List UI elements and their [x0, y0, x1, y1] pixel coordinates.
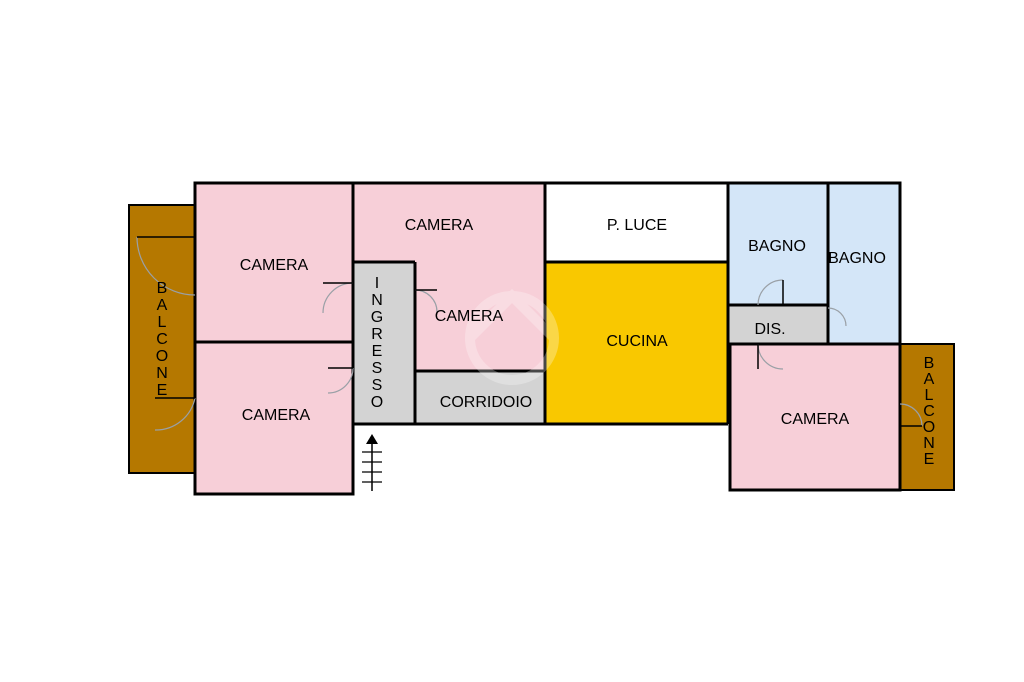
- camera-3-label: CAMERA: [405, 217, 474, 234]
- ingresso-area: [353, 262, 415, 424]
- dis-area: [728, 305, 828, 344]
- balcone-right-area: [899, 343, 955, 491]
- balcone-left-area: [128, 204, 196, 474]
- corridoio-label: CORRIDOIO: [440, 394, 532, 411]
- bagno-2-label: BAGNO: [828, 250, 886, 267]
- cucina-label: CUCINA: [606, 333, 668, 350]
- p-luce-label: P. LUCE: [607, 217, 667, 234]
- camera-4-label: CAMERA: [435, 308, 504, 325]
- cucina-area: [545, 262, 728, 424]
- camera-4-area: [415, 262, 545, 371]
- bagno-1-label: BAGNO: [748, 238, 806, 255]
- watermark-logo: [465, 288, 559, 385]
- camera-2-label: CAMERA: [242, 407, 311, 424]
- camera-1-label: CAMERA: [240, 257, 309, 274]
- camera-5-label: CAMERA: [781, 411, 850, 428]
- camera-1-area: [195, 183, 353, 342]
- dis-label: DIS.: [754, 321, 785, 338]
- walls: [193, 181, 902, 496]
- entrance-stairs-arrow-icon: [362, 434, 382, 491]
- bagno-2-area: [828, 183, 900, 344]
- door-swings: [136, 236, 923, 431]
- bagno-1-area: [728, 183, 828, 305]
- camera-3-area: [353, 183, 545, 262]
- p-luce-area: [545, 183, 728, 262]
- corridoio-area: [415, 371, 545, 424]
- camera-2-area: [195, 342, 353, 494]
